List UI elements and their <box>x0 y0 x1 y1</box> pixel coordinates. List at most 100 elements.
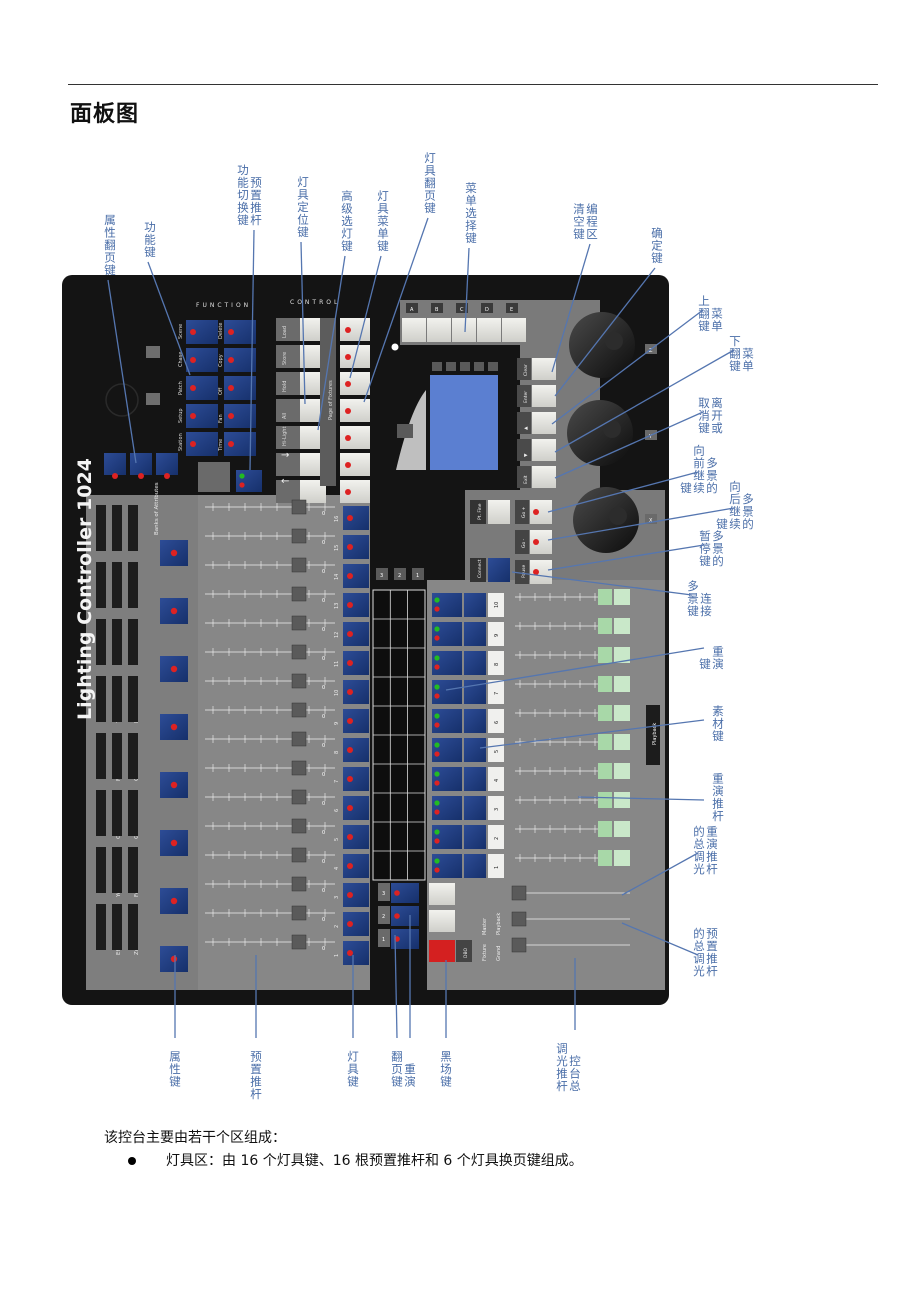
svg-text:向: 向 <box>729 480 741 494</box>
svg-text:能: 能 <box>237 176 249 190</box>
attribute-led <box>170 839 178 847</box>
svg-text:翻: 翻 <box>391 1050 403 1064</box>
fader-scale-num: 0 <box>322 569 325 575</box>
playback-label: Playback <box>652 723 658 745</box>
playback-fader-knob <box>598 850 612 866</box>
svg-text:推: 推 <box>712 797 724 811</box>
menu-select-label-box <box>506 303 518 313</box>
playback-number-box <box>488 709 504 733</box>
svg-text:位: 位 <box>297 213 309 227</box>
function-header: FUNCTION <box>196 302 251 309</box>
svg-text:键: 键 <box>573 227 585 241</box>
attribute-slot <box>96 904 106 950</box>
playback-led-green <box>434 684 440 690</box>
fixture-key <box>343 680 369 704</box>
svg-text:功: 功 <box>237 163 249 177</box>
fixture-page-strip <box>320 318 336 486</box>
playback-fader-knob <box>614 618 630 634</box>
fader-scale-num: 0 <box>322 540 325 546</box>
svg-text:材: 材 <box>712 717 724 731</box>
callout-arrow <box>464 247 470 333</box>
svg-text:景: 景 <box>687 592 699 606</box>
fixture-key <box>343 622 369 646</box>
svg-text:或: 或 <box>711 421 723 435</box>
attribute-slot <box>128 505 138 551</box>
svg-text:推: 推 <box>250 201 262 215</box>
menu-select-key <box>427 318 451 342</box>
svg-text:选: 选 <box>465 206 477 220</box>
svg-text:的: 的 <box>712 554 724 568</box>
svg-text:键: 键 <box>729 359 741 373</box>
svg-text:属: 属 <box>169 1050 181 1064</box>
playback-key <box>432 709 462 733</box>
svg-text:推: 推 <box>250 1075 262 1089</box>
fixture-key-led <box>347 921 353 927</box>
fixture-number: 8 <box>334 751 340 754</box>
playback-number: 1 <box>494 866 500 869</box>
attribute-slot <box>96 847 106 893</box>
encoder-wheel-grip <box>603 420 621 438</box>
menu-key <box>532 412 556 434</box>
callout-arrow <box>249 229 255 471</box>
playback-key <box>432 738 462 762</box>
fixture-key-led <box>347 631 353 637</box>
attribute-slot <box>96 733 106 779</box>
preset-fader-knob <box>291 934 307 950</box>
svg-text:键: 键 <box>341 239 353 253</box>
fixture-key-frame <box>276 318 300 341</box>
preset-fader-knob <box>291 905 307 921</box>
fixture-key-led <box>347 660 353 666</box>
fixture-key-led <box>347 689 353 695</box>
cue-key <box>530 560 552 584</box>
fixture-key-led <box>347 834 353 840</box>
menu-select-label-box <box>481 303 493 313</box>
svg-text:键: 键 <box>712 729 724 743</box>
cue-key-label: Pause <box>521 565 527 578</box>
svg-text:多: 多 <box>706 456 718 470</box>
playback-number-box <box>488 593 504 617</box>
scene-page-label-box <box>394 568 406 580</box>
svg-text:键: 键 <box>698 421 710 435</box>
playback-fader-knob <box>614 734 630 750</box>
wheel-label: Z <box>649 348 653 354</box>
fixture-menu-led <box>345 462 351 468</box>
menu-select-key <box>452 318 476 342</box>
callout-arrow <box>621 852 699 896</box>
svg-text:重: 重 <box>712 772 724 786</box>
svg-text:多: 多 <box>742 492 754 506</box>
function-key-label: Patch <box>178 381 184 395</box>
attribute-slot <box>128 847 138 893</box>
material-key <box>464 593 486 617</box>
master-fader-knob <box>511 911 527 927</box>
callout-arrow <box>621 922 699 956</box>
callout-label: 黑场键 <box>440 1050 452 1089</box>
playback-fader-knob <box>614 850 630 866</box>
function-led <box>190 385 196 391</box>
svg-text:置: 置 <box>706 939 718 953</box>
fixture-number: 1 <box>334 954 340 957</box>
wheel-label: X <box>649 518 653 524</box>
lcd-soft-key <box>432 362 442 371</box>
fixture-menu-led <box>345 354 351 360</box>
fixture-key-led <box>347 544 353 550</box>
svg-text:总: 总 <box>693 939 705 953</box>
svg-text:上: 上 <box>698 294 710 308</box>
attribute-slot <box>112 562 122 608</box>
function-key-label: Station <box>178 433 184 451</box>
fixture-key-frame <box>276 480 300 503</box>
cue-key <box>530 530 552 554</box>
fixture-key-label: Hi-Light <box>282 427 288 446</box>
svg-text:杆: 杆 <box>250 213 262 227</box>
playback-fader-knob <box>614 705 630 721</box>
playback-number-box <box>488 738 504 762</box>
fixture-locate-key <box>300 453 326 476</box>
svg-text:选: 选 <box>341 214 353 228</box>
menu-select-key <box>502 318 526 342</box>
fixture-key <box>343 738 369 762</box>
svg-text:键: 键 <box>699 657 711 671</box>
playback-led-green <box>434 626 440 632</box>
svg-text:键: 键 <box>391 1075 403 1089</box>
